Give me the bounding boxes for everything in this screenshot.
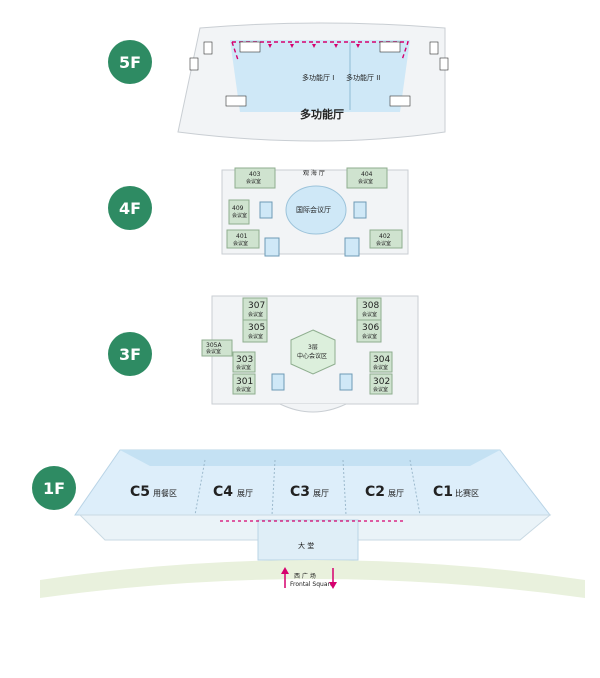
escalator-icon: [259, 201, 273, 219]
restroom-icon: [429, 41, 439, 55]
sea-view-hall-label: 观 海 厅: [303, 169, 325, 177]
escalator-icon: [379, 41, 401, 53]
lobby-label: 大 堂: [298, 541, 314, 550]
room-name: 会议室: [362, 333, 377, 340]
floor-badge-5f: 5F: [108, 40, 152, 84]
center-area-floor: 3层: [308, 344, 318, 351]
escalator-icon: [271, 373, 285, 391]
escalator-icon: [225, 95, 247, 107]
room-number: 306: [362, 323, 379, 333]
floor-badge-3f: 3F: [108, 332, 152, 376]
room-number: 303: [236, 355, 253, 365]
hall-code: C2: [365, 484, 385, 500]
room-name: 会议室: [362, 311, 377, 318]
room-number: 302: [373, 377, 390, 387]
room-name: 会议室: [248, 311, 263, 318]
restroom-icon: [439, 57, 449, 71]
room-number: 401: [236, 233, 248, 240]
floor-badge-4f: 4F: [108, 186, 152, 230]
floor-1f: C5 用餐区 C4 展厅 C3 展厅 C2 展厅 C1 比赛区 大 堂 西 广 …: [40, 449, 585, 598]
room-name: 会议室: [232, 212, 247, 219]
room-number: 404: [361, 171, 373, 178]
hall-5f-2-label: 多功能厅 II: [346, 73, 380, 82]
restroom-icon: [203, 41, 213, 55]
room-number: 304: [373, 355, 390, 365]
escalator-icon: [353, 201, 367, 219]
room-name: 会议室: [248, 333, 263, 340]
arrow-down-icon: [329, 582, 337, 589]
hall-code: C3: [290, 484, 310, 500]
escalator-icon: [339, 373, 353, 391]
hall-code: C4: [213, 484, 233, 500]
room-number: 305: [248, 323, 265, 333]
room-number: 308: [362, 301, 379, 311]
hall-5f-1-label: 多功能厅 I: [302, 73, 334, 82]
hall-5f-main-label: 多功能厅: [300, 107, 344, 121]
hall-name: 用餐区: [153, 489, 177, 498]
hall-code: C1: [433, 484, 453, 500]
restroom-icon: [189, 57, 199, 71]
floor-5f: 多功能厅 I 多功能厅 II 多功能厅: [177, 22, 449, 142]
hall-code: C5: [130, 484, 150, 500]
intl-conference-hall-label: 国际会议厅: [296, 205, 331, 214]
square-label-en: Frontal Square: [290, 581, 334, 588]
floor-3f: 3层 中心会议区 307 会议室 308 会议室 305 会议室 306 会议室…: [201, 295, 419, 413]
room-name: 会议室: [236, 364, 251, 371]
room-number: 402: [379, 233, 391, 240]
hall-name: 展厅: [388, 489, 404, 498]
hall-name: 展厅: [237, 489, 253, 498]
floor-badge-1f: 1F: [32, 466, 76, 510]
room-number: 305A: [206, 342, 222, 349]
escalator-icon: [389, 95, 411, 107]
floor-4f: 观 海 厅 国际会议厅 403 会议室 404 会议室 409 会议室 401 …: [221, 167, 409, 257]
hall-name: 比赛区: [455, 488, 479, 498]
square-label-cn: 西 广 场: [294, 572, 316, 580]
room-name: 会议室: [373, 386, 388, 393]
room-number: 409: [232, 205, 244, 212]
room-number: 301: [236, 377, 253, 387]
room-name: 会议室: [358, 178, 373, 185]
room-name: 会议室: [373, 364, 388, 371]
room-name: 会议室: [246, 178, 261, 185]
room-name: 会议室: [236, 386, 251, 393]
room-number: 307: [248, 301, 265, 311]
center-area-label: 中心会议区: [297, 352, 327, 360]
room-name: 会议室: [233, 240, 248, 247]
room-name: 会议室: [376, 240, 391, 247]
hall-name: 展厅: [313, 489, 329, 498]
arrow-up-icon: [281, 567, 289, 574]
escalator-icon: [239, 41, 261, 53]
room-number: 403: [249, 171, 261, 178]
room-name: 会议室: [206, 348, 221, 355]
